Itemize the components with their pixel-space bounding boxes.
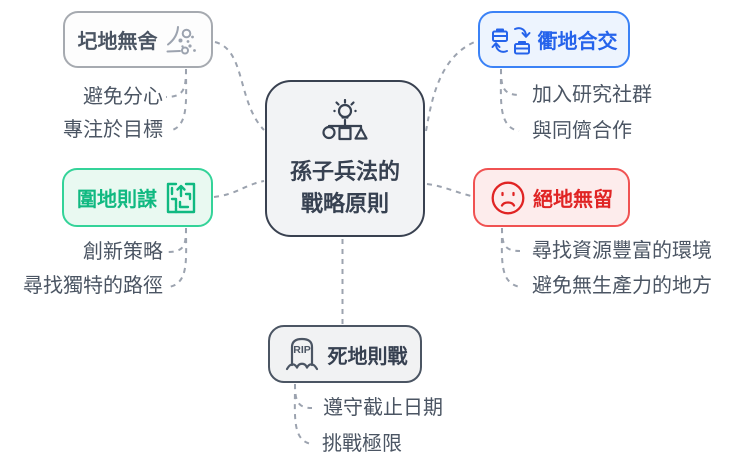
leaf-si-2: 挑戰極限 bbox=[322, 433, 402, 455]
rockfall-icon bbox=[166, 25, 196, 54]
node-jue-label: 絕地無留 bbox=[533, 189, 613, 211]
leaf-jue-2: 避免無生產力的地方 bbox=[532, 275, 712, 297]
node-wei: 圍地則謀 bbox=[62, 168, 213, 227]
node-si-label: 死地則戰 bbox=[327, 345, 408, 368]
edge-si-item1 bbox=[294, 383, 313, 409]
edge-center-to-wei bbox=[213, 180, 265, 198]
tombstone-rip-text: RIP bbox=[293, 344, 311, 356]
edge-wei-item1 bbox=[166, 227, 187, 253]
maze-icon bbox=[166, 182, 196, 213]
node-qu: 衢地合交 bbox=[478, 11, 630, 68]
edge-wei-item2 bbox=[168, 227, 188, 288]
edge-center-to-jue bbox=[426, 183, 472, 197]
central-title-line1: 孫子兵法的 bbox=[289, 158, 400, 184]
edge-qu-item1 bbox=[500, 68, 521, 96]
sad-face-icon bbox=[491, 181, 525, 214]
idea-hierarchy-icon bbox=[322, 98, 368, 140]
node-pi: 圮地無舍 bbox=[63, 11, 213, 68]
edge-si-item2 bbox=[293, 383, 312, 445]
leaf-qu-2: 與同儕合作 bbox=[532, 120, 632, 142]
leaf-pi-2: 專注於目標 bbox=[63, 119, 163, 141]
edge-pi-item1 bbox=[165, 68, 187, 98]
exchange-icon bbox=[491, 26, 530, 54]
edge-pi-item2 bbox=[168, 68, 188, 132]
central-title-line2: 戰略原則 bbox=[300, 190, 389, 216]
leaf-wei-2: 尋找獨特的路徑 bbox=[23, 275, 163, 297]
leaf-wei-1: 創新策略 bbox=[83, 241, 163, 263]
leaf-si-1: 遵守截止日期 bbox=[323, 397, 443, 419]
edge-jue-item1 bbox=[501, 227, 521, 252]
node-jue: 絕地無留 bbox=[473, 168, 630, 227]
leaf-jue-1: 尋找資源豐富的環境 bbox=[532, 240, 712, 262]
node-pi-label: 圮地無舍 bbox=[77, 31, 158, 53]
edge-jue-item2 bbox=[500, 227, 521, 288]
leaf-pi-1: 避免分心 bbox=[83, 86, 163, 108]
node-qu-label: 衢地合交 bbox=[537, 31, 618, 53]
node-wei-label: 圍地則謀 bbox=[77, 189, 157, 211]
node-central: 孫子兵法的 戰略原則 bbox=[265, 80, 425, 237]
edge-center-to-qu bbox=[425, 40, 478, 132]
leaf-qu-1: 加入研究社群 bbox=[532, 84, 652, 106]
edge-qu-item2 bbox=[499, 68, 520, 132]
tombstone-icon: RIP bbox=[285, 337, 318, 371]
edge-center-to-pi bbox=[214, 41, 265, 131]
node-si: RIP 死地則戰 bbox=[268, 325, 422, 383]
